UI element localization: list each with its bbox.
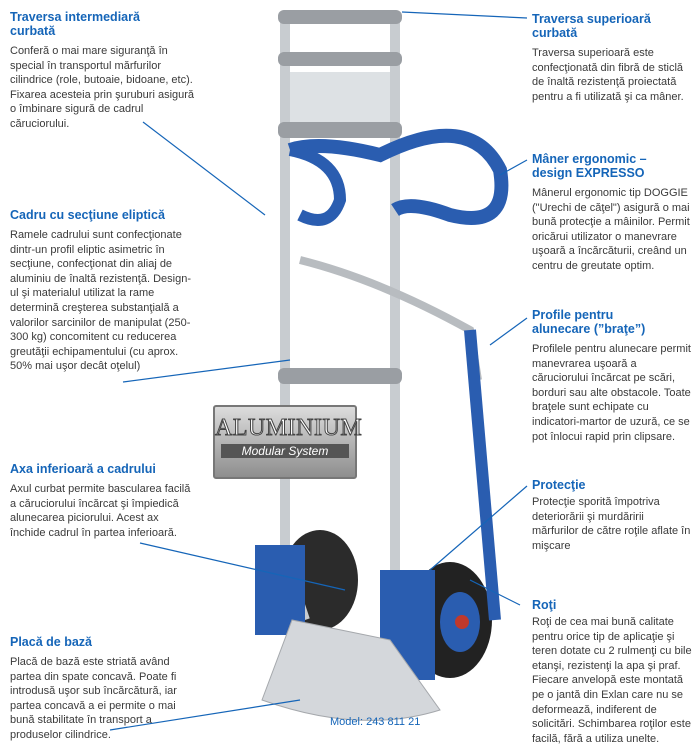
callout-title: Traversa superioară curbată: [532, 12, 651, 40]
callout-body: Roţi de cea mai bună calitate pentru ori…: [532, 616, 692, 745]
callout-slide-profiles: Profile pentru alunecare (”braţe”) Profi…: [532, 308, 694, 444]
callout-body: Conferă o mai mare siguranţă în special …: [10, 45, 195, 130]
ergonomic-handle: [287, 128, 509, 225]
callout-body: Ramele cadrului sunt confecţionate dintr…: [10, 229, 191, 373]
callout-body: Protecţie sporită împotriva deteriorării…: [532, 496, 691, 552]
callout-title: Placă de bază: [10, 635, 92, 649]
callout-title: Profile pentru alunecare (”braţe”): [532, 308, 646, 336]
callout-body: Mânerul ergonomic tip DOGGIE ("Urechi de…: [532, 187, 690, 272]
callout-protection: Protecţie Protecţie sporită împotriva de…: [532, 478, 692, 553]
top-crossbar: [278, 10, 402, 24]
callout-title: Cadru cu secţiune eliptică: [10, 208, 165, 222]
aluminium-badge: ALUMINIUM Modular System: [213, 405, 363, 479]
callout-base-plate: Placă de bază Placă de bază este striată…: [10, 635, 195, 743]
callout-wheels: Roţi Roţi de cea mai bună calitate pentr…: [532, 598, 694, 746]
callout-elliptic-frame: Cadru cu secţiune eliptică Ramele cadrul…: [10, 208, 192, 374]
callout-top-crossbar: Traversa superioară curbată Traversa sup…: [532, 12, 692, 104]
callout-title: Axa inferioară a cadrului: [10, 462, 156, 476]
callout-title: Mâner ergonomic – design EXPRESSO: [532, 152, 647, 180]
callout-lower-axle: Axa inferioară a cadrului Axul curbat pe…: [10, 462, 192, 540]
callout-body: Placă de bază este striată având partea …: [10, 656, 177, 741]
callout-body: Profilele pentru alunecare permit manevr…: [532, 343, 691, 443]
middle-crossbar: [278, 122, 402, 138]
left-wheel-guard: [255, 545, 305, 635]
callout-middle-crossbar: Traversa intermediară curbată Conferă o …: [10, 10, 195, 132]
callout-body: Axul curbat permite bascularea facilă a …: [10, 483, 191, 539]
base-plate: [261, 619, 441, 721]
badge-main-text: ALUMINIUM: [215, 415, 363, 442]
callout-title: Roţi: [532, 598, 557, 612]
callout-title: Traversa intermediară curbată: [10, 10, 140, 38]
callout-ergonomic-handle: Mâner ergonomic – design EXPRESSO Mâneru…: [532, 152, 692, 274]
slide-profile: [464, 329, 501, 621]
callout-body: Traversa superioară este confecţionată d…: [532, 47, 684, 103]
callout-title: Protecţie: [532, 478, 586, 492]
model-number: Model: 243 811 21: [330, 716, 421, 728]
badge-sub-text: Modular System: [221, 444, 349, 458]
leader-lines: [109, 11, 528, 731]
